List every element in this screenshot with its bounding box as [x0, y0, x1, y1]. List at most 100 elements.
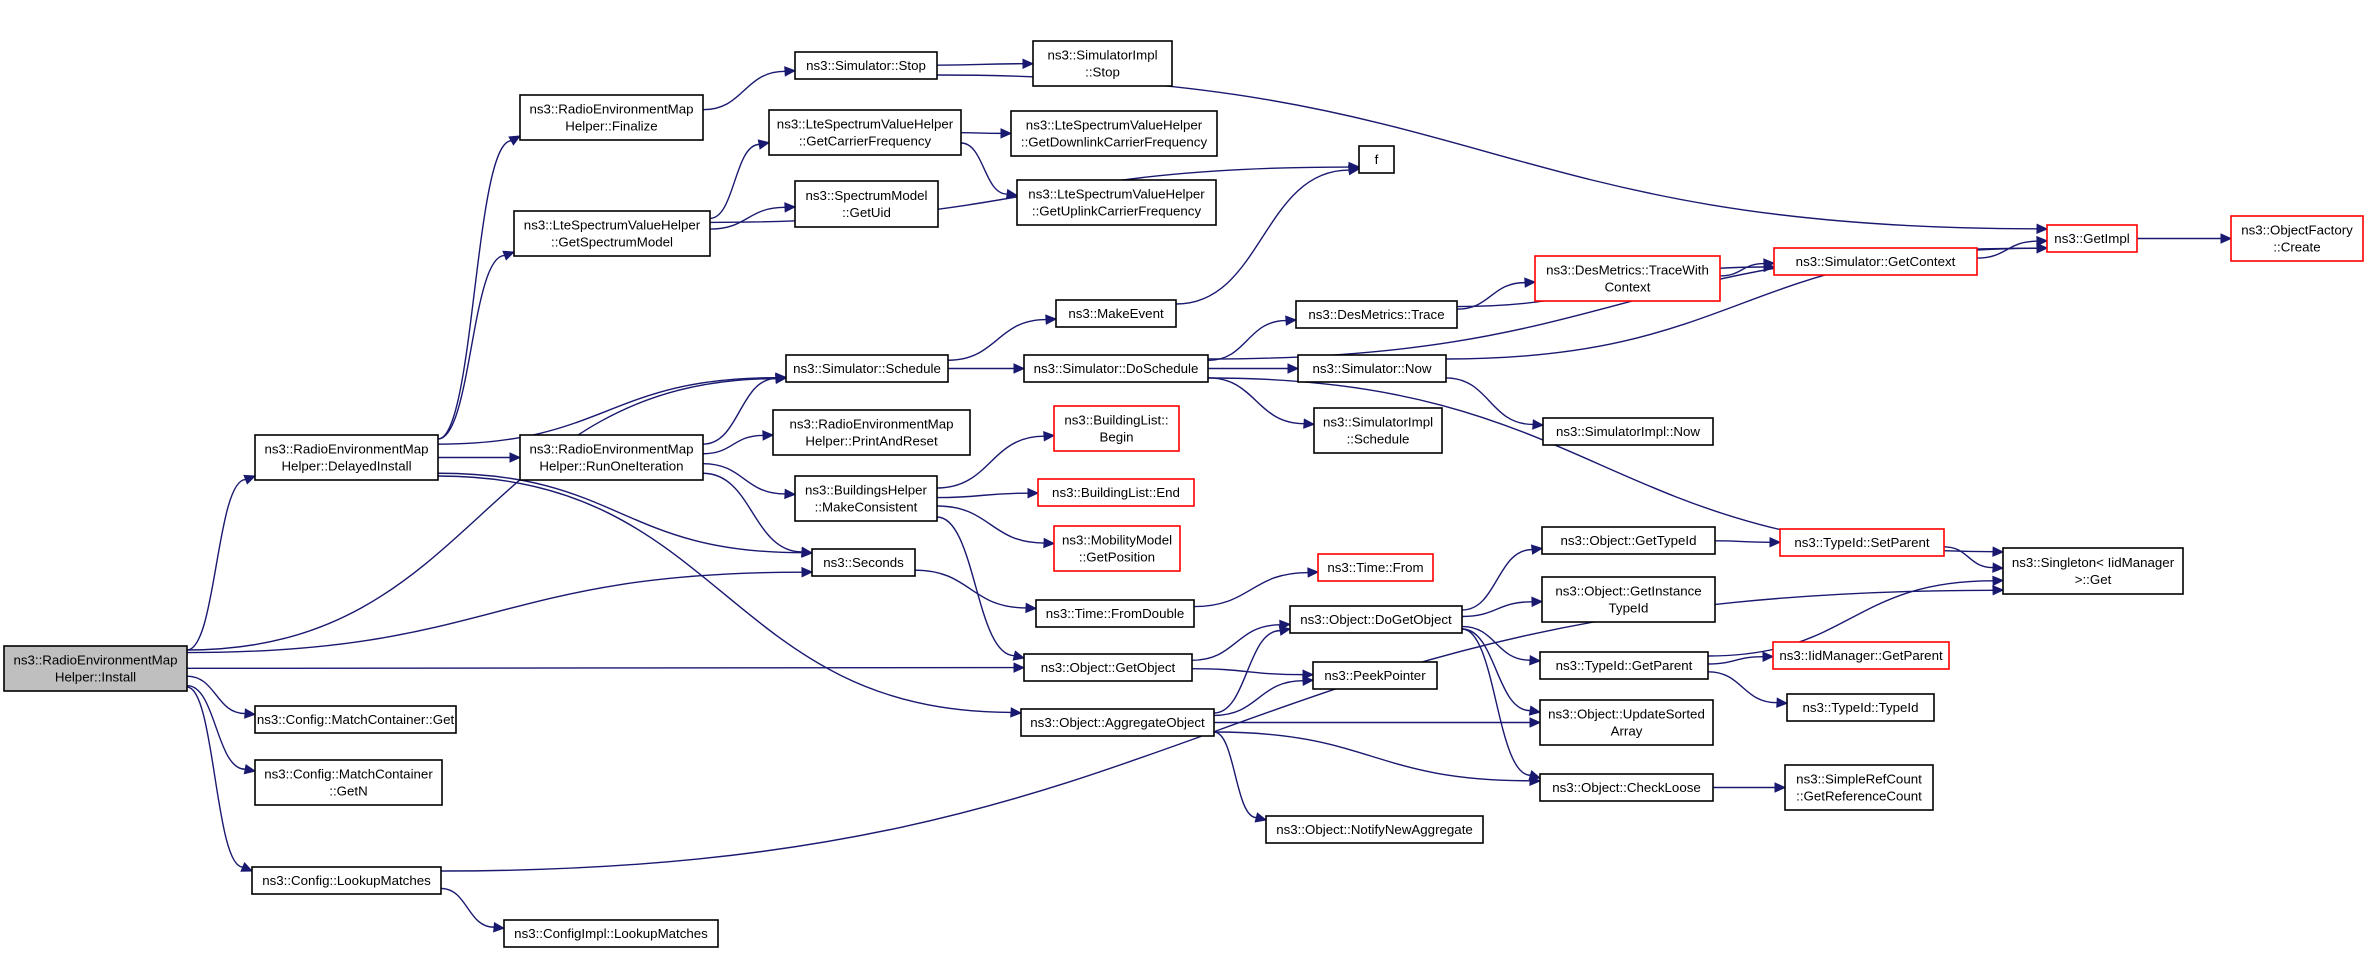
- node-simimpl-stop[interactable]: ns3::SimulatorImpl::Stop: [1032, 40, 1173, 87]
- edge-lte-getspectrum-to-specmodel-getuid: [709, 202, 797, 230]
- node-mobility-getpos[interactable]: ns3::MobilityModel::GetPosition: [1053, 525, 1181, 572]
- node-obj-dogetobject[interactable]: ns3::Object::DoGetObject: [1289, 605, 1463, 634]
- edge-arrowhead: [1043, 430, 1056, 442]
- node-time-from[interactable]: ns3::Time::From: [1317, 553, 1434, 582]
- edge-sim-getcontext-to-getimpl: [1976, 235, 2049, 259]
- node-buildinglist-end[interactable]: ns3::BuildingList::End: [1037, 478, 1195, 507]
- node-label: ns3::Object::GetObject: [1041, 660, 1176, 675]
- node-simimpl-now[interactable]: ns3::SimulatorImpl::Now: [1542, 417, 1714, 446]
- node-box: [519, 94, 704, 141]
- edge-delayedinstall-to-finalize: [437, 135, 522, 440]
- node-label: ::Create: [2273, 240, 2320, 255]
- node-objfactory-create[interactable]: ns3::ObjectFactory::Create: [2230, 215, 2364, 262]
- node-typeid-setparent[interactable]: ns3::TypeId::SetParent: [1779, 528, 1945, 557]
- node-typeid-typeid[interactable]: ns3::TypeId::TypeId: [1786, 693, 1935, 722]
- edge-arrowhead: [240, 862, 254, 872]
- node-box: [1539, 699, 1714, 746]
- node-obj-checkloose[interactable]: ns3::Object::CheckLoose: [1539, 773, 1714, 802]
- node-label: ::GetPosition: [1079, 550, 1155, 565]
- node-obj-aggregate[interactable]: ns3::Object::AggregateObject: [1020, 708, 1215, 737]
- node-desmetrics-trace[interactable]: ns3::DesMetrics::Trace: [1295, 300, 1458, 329]
- node-obj-gettypeid[interactable]: ns3::Object::GetTypeId: [1541, 526, 1716, 555]
- edge-arrowhead: [1529, 654, 1542, 666]
- node-box: [1037, 478, 1195, 507]
- node-peekpointer[interactable]: ns3::PeekPointer: [1312, 661, 1438, 690]
- node-delayedinstall[interactable]: ns3::RadioEnvironmentMapHelper::DelayedI…: [254, 434, 439, 481]
- node-cfgimpl-lookupmatches[interactable]: ns3::ConfigImpl::LookupMatches: [503, 919, 719, 948]
- node-label: ns3::Simulator::GetContext: [1796, 254, 1956, 269]
- node-printandreset[interactable]: ns3::RadioEnvironmentMapHelper::PrintAnd…: [772, 409, 971, 456]
- node-cfg-lookupmatches[interactable]: ns3::Config::LookupMatches: [251, 866, 442, 895]
- node-makeevent[interactable]: ns3::MakeEvent: [1055, 299, 1177, 328]
- edge-delayedinstall-to-seconds: [437, 472, 814, 558]
- node-lte-getcarrier[interactable]: ns3::LteSpectrumValueHelper::GetCarrierF…: [768, 109, 962, 156]
- node-label: ns3::MakeEvent: [1068, 306, 1164, 321]
- node-label: Helper::RunOneIteration: [539, 459, 683, 474]
- edge-delayedinstall-to-lte-getspectrum: [437, 250, 516, 440]
- edge-arrowhead: [1045, 314, 1058, 325]
- node-box: [1784, 764, 1934, 811]
- node-singleton-get[interactable]: ns3::Singleton< IidManager>::Get: [2002, 547, 2184, 595]
- node-label: ns3::Singleton< IidManager: [2012, 555, 2175, 570]
- node-seconds[interactable]: ns3::Seconds: [811, 548, 916, 577]
- node-box: [1779, 528, 1945, 557]
- node-typeid-getparent[interactable]: ns3::TypeId::GetParent: [1539, 651, 1709, 680]
- node-cfg-mc-getn[interactable]: ns3::Config::MatchContainer::GetN: [254, 759, 443, 806]
- node-sim-getcontext[interactable]: ns3::Simulator::GetContext: [1773, 247, 1978, 276]
- node-runoneiteration[interactable]: ns3::RadioEnvironmentMapHelper::RunOneIt…: [519, 434, 704, 481]
- node-simimpl-schedule[interactable]: ns3::SimulatorImpl::Schedule: [1313, 407, 1443, 454]
- edge-arrowhead: [1992, 575, 2005, 587]
- node-box: [3, 645, 188, 692]
- edge-arrowhead: [509, 452, 522, 463]
- node-iidmanager-getparent[interactable]: ns3::IidManager::GetParent: [1772, 641, 1950, 670]
- edge-buildingshelper-make-to-buildinglist-end: [936, 487, 1040, 499]
- node-obj-notifynewagg[interactable]: ns3::Object::NotifyNewAggregate: [1265, 815, 1484, 844]
- edge-line: [709, 143, 760, 220]
- node-label: Context: [1605, 280, 1651, 295]
- edge-line: [186, 686, 243, 868]
- node-sim-now[interactable]: ns3::Simulator::Now: [1297, 354, 1447, 383]
- node-buildingshelper-make[interactable]: ns3::BuildingsHelper::MakeConsistent: [794, 475, 938, 522]
- node-getimpl[interactable]: ns3::GetImpl: [2046, 224, 2138, 253]
- node-lte-getul[interactable]: ns3::LteSpectrumValueHelper::GetUplinkCa…: [1016, 179, 1217, 226]
- node-label: ns3::SimulatorImpl: [1047, 48, 1157, 63]
- node-label: ns3::SimulatorImpl: [1323, 415, 1433, 430]
- node-box: [1773, 247, 1978, 276]
- node-obj-getobject[interactable]: ns3::Object::GetObject: [1023, 653, 1193, 682]
- node-sim-schedule[interactable]: ns3::Simulator::Schedule: [785, 354, 949, 383]
- node-label: ns3::LteSpectrumValueHelper: [777, 117, 954, 132]
- node-label: ns3::BuildingList::: [1064, 413, 1168, 428]
- node-label: ns3::Simulator::Now: [1313, 361, 1432, 376]
- node-cfg-mc-get[interactable]: ns3::Config::MatchContainer::Get: [254, 705, 457, 734]
- edge-obj-aggregate-to-obj-updatesorted: [1214, 717, 1542, 728]
- node-sim-doschedule[interactable]: ns3::Simulator::DoSchedule: [1023, 354, 1209, 383]
- node-buildinglist-begin[interactable]: ns3::BuildingList::Begin: [1053, 405, 1180, 452]
- node-label: ns3::Time::FromDouble: [1046, 606, 1184, 621]
- node-box: [2230, 215, 2364, 262]
- node-box: [1772, 641, 1950, 670]
- node-label: ns3::SimpleRefCount: [1796, 772, 1922, 787]
- edge-line: [186, 478, 246, 651]
- node-time-fromdouble[interactable]: ns3::Time::FromDouble: [1035, 599, 1195, 628]
- node-label: ::GetN: [329, 784, 367, 799]
- edge-arrowhead: [1013, 363, 1026, 374]
- node-sim-stop[interactable]: ns3::Simulator::Stop: [794, 51, 938, 80]
- node-specmodel-getuid[interactable]: ns3::SpectrumModel::GetUid: [794, 180, 939, 228]
- edge-line: [702, 462, 786, 495]
- edge-line: [1707, 655, 1764, 665]
- node-label: ns3::LteSpectrumValueHelper: [524, 218, 701, 233]
- edge-sim-doschedule-to-desmetrics-trace: [1207, 315, 1298, 362]
- edge-arrowhead: [1769, 536, 1782, 548]
- node-lte-getspectrum[interactable]: ns3::LteSpectrumValueHelper::GetSpectrum…: [513, 210, 711, 257]
- node-label: ns3::BuildingList::End: [1052, 485, 1180, 500]
- node-lte-getdl[interactable]: ns3::LteSpectrumValueHelper::GetDownlink…: [1010, 110, 1218, 157]
- node-simplerefcount[interactable]: ns3::SimpleRefCount::GetReferenceCount: [1784, 764, 1934, 811]
- edge-arrowhead: [757, 139, 771, 150]
- edge-obj-getobject-to-obj-dogetobject: [1191, 619, 1292, 661]
- node-box: [1053, 405, 1180, 452]
- node-f[interactable]: f: [1358, 145, 1395, 174]
